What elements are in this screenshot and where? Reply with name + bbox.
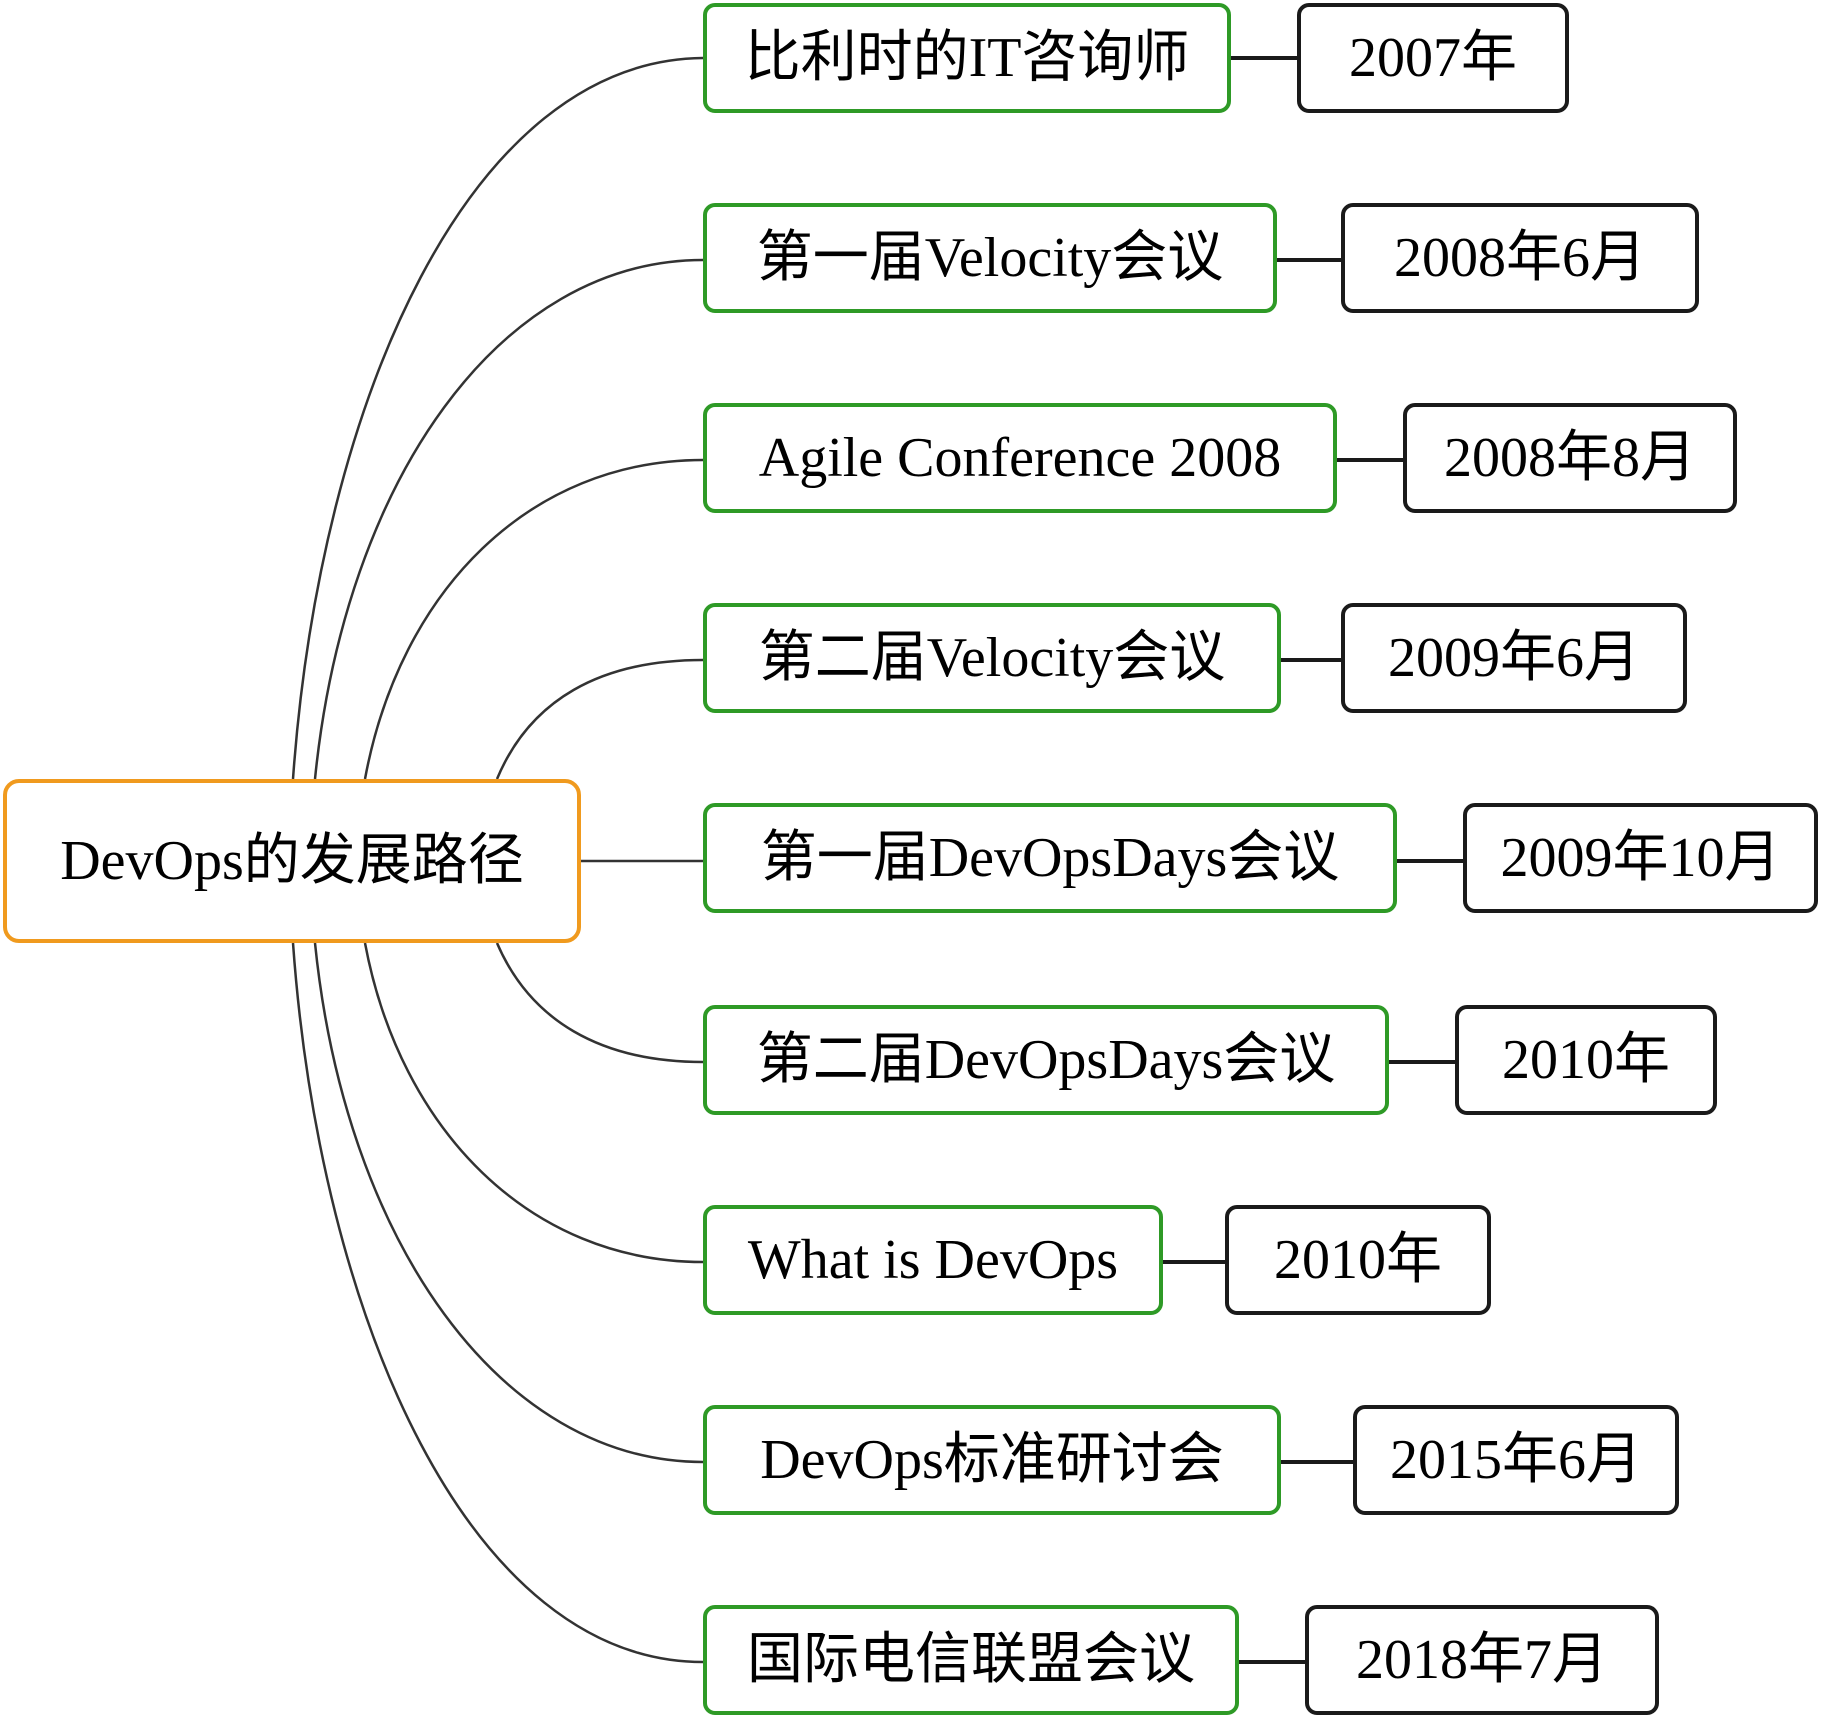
event-label: 第一届Velocity会议 — [756, 227, 1224, 289]
event-node-1: 第一届Velocity会议 — [703, 203, 1277, 313]
date-node-8: 2018年7月 — [1305, 1605, 1659, 1715]
event-node-8: 国际电信联盟会议 — [703, 1605, 1239, 1715]
date-node-3: 2009年6月 — [1341, 603, 1687, 713]
date-label: 2009年6月 — [1388, 627, 1640, 689]
date-label: 2008年8月 — [1444, 427, 1696, 489]
event-label: 国际电信联盟会议 — [747, 1629, 1195, 1691]
event-node-6: What is DevOps — [703, 1205, 1163, 1315]
event-node-0: 比利时的IT咨询师 — [703, 3, 1231, 113]
event-label: 第二届DevOpsDays会议 — [756, 1029, 1336, 1091]
event-label: Agile Conference 2008 — [758, 427, 1282, 489]
connector-8 — [291, 942, 704, 1664]
date-node-2: 2008年8月 — [1403, 403, 1737, 513]
connector-6 — [363, 942, 704, 1264]
connector-7 — [313, 942, 704, 1464]
event-node-5: 第二届DevOpsDays会议 — [703, 1005, 1389, 1115]
event-node-2: Agile Conference 2008 — [703, 403, 1337, 513]
date-label: 2010年 — [1502, 1029, 1670, 1091]
connector-0 — [291, 56, 704, 780]
date-label: 2009年10月 — [1500, 827, 1781, 889]
root-node: DevOps的发展路径 — [3, 779, 581, 943]
date-label: 2010年 — [1274, 1229, 1442, 1291]
date-node-0: 2007年 — [1297, 3, 1569, 113]
date-node-5: 2010年 — [1455, 1005, 1717, 1115]
event-label: DevOps标准研讨会 — [760, 1429, 1224, 1491]
connector-3 — [495, 658, 704, 780]
event-label: 第二届Velocity会议 — [758, 627, 1226, 689]
connector-2 — [363, 458, 704, 780]
date-label: 2008年6月 — [1394, 227, 1646, 289]
event-label: 第一届DevOpsDays会议 — [760, 827, 1340, 889]
date-node-1: 2008年6月 — [1341, 203, 1699, 313]
event-node-3: 第二届Velocity会议 — [703, 603, 1281, 713]
event-label: What is DevOps — [747, 1229, 1119, 1291]
date-node-6: 2010年 — [1225, 1205, 1491, 1315]
date-label: 2018年7月 — [1356, 1629, 1608, 1691]
date-label: 2015年6月 — [1390, 1429, 1642, 1491]
event-label: 比利时的IT咨询师 — [744, 27, 1190, 89]
root-node-label: DevOps的发展路径 — [60, 830, 524, 892]
connector-1 — [313, 258, 704, 780]
date-node-7: 2015年6月 — [1353, 1405, 1679, 1515]
event-node-4: 第一届DevOpsDays会议 — [703, 803, 1397, 913]
event-node-7: DevOps标准研讨会 — [703, 1405, 1281, 1515]
date-label: 2007年 — [1349, 27, 1517, 89]
connector-5 — [495, 942, 704, 1064]
date-node-4: 2009年10月 — [1463, 803, 1818, 913]
